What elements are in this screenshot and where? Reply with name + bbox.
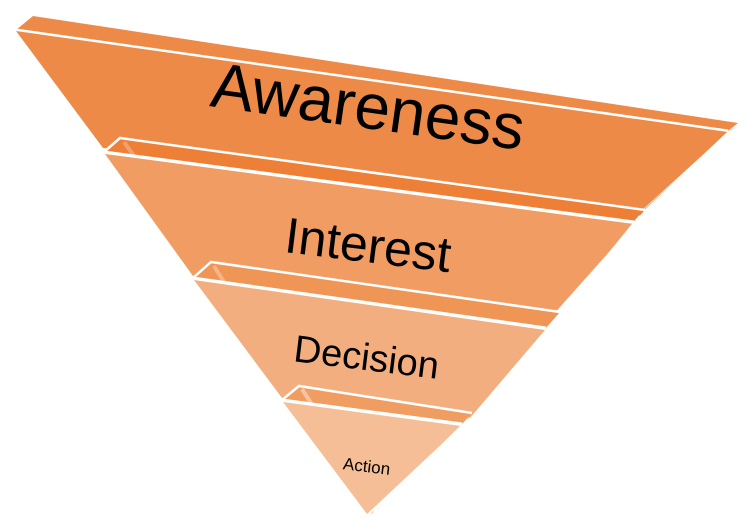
funnel-layer-action: Action <box>281 384 473 514</box>
awareness-face <box>16 31 728 212</box>
awareness-ledge <box>16 16 738 131</box>
funnel-layer-decision: Decision <box>192 260 561 421</box>
decision-ledge <box>193 262 560 328</box>
action-face <box>283 402 461 514</box>
decision-face <box>194 280 545 418</box>
funnel-layer-awareness: Awareness <box>15 16 738 213</box>
interest-ledge <box>104 138 645 222</box>
action-ledge <box>282 386 472 424</box>
